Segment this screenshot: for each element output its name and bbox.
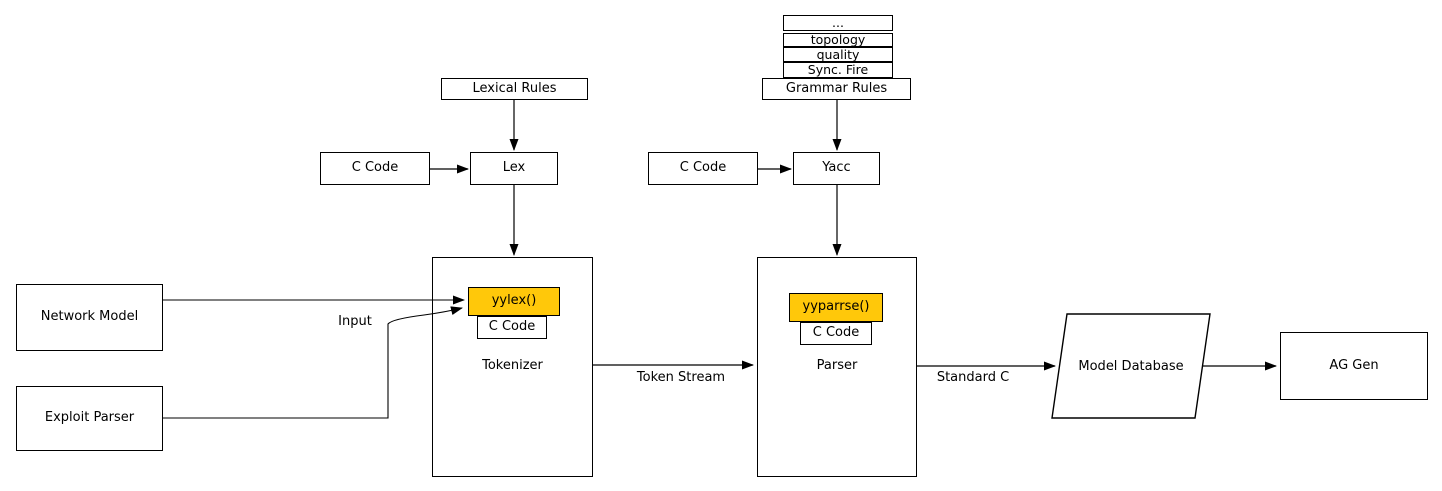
tokenizer-node <box>432 257 593 477</box>
input-edge-label: Input <box>338 314 372 329</box>
model-database-label: Model Database <box>1078 359 1184 374</box>
stack-row-quality: quality <box>783 47 893 62</box>
network-model-node: Network Model <box>16 284 163 351</box>
lex-node: Lex <box>470 152 558 185</box>
yacc-node: Yacc <box>793 152 880 185</box>
stack-row-sync-fire: Sync. Fire <box>783 62 893 78</box>
ag-gen-node: AG Gen <box>1280 332 1428 400</box>
stack-row-ellipsis: ... <box>783 15 893 31</box>
parser-node <box>757 257 917 477</box>
yyparse-node: yyparrse() <box>789 293 883 322</box>
tokenizer-c-code-node: C Code <box>477 316 547 339</box>
standard-c-edge-label: Standard C <box>936 370 1010 385</box>
lexical-rules-node: Lexical Rules <box>441 78 588 100</box>
grammar-rules-node: Grammar Rules <box>762 78 911 100</box>
edge-exploit-parser-to-yylex <box>163 306 463 419</box>
token-stream-edge-label: Token Stream <box>636 370 726 385</box>
stack-row-topology: topology <box>783 33 893 47</box>
c-code-lex-node: C Code <box>320 152 430 185</box>
exploit-parser-node: Exploit Parser <box>16 386 163 451</box>
parser-c-code-node: C Code <box>800 322 872 345</box>
c-code-yacc-node: C Code <box>648 152 758 185</box>
yylex-node: yylex() <box>468 287 560 316</box>
tokenizer-label: Tokenizer <box>482 358 543 373</box>
parser-label: Parser <box>816 358 858 373</box>
